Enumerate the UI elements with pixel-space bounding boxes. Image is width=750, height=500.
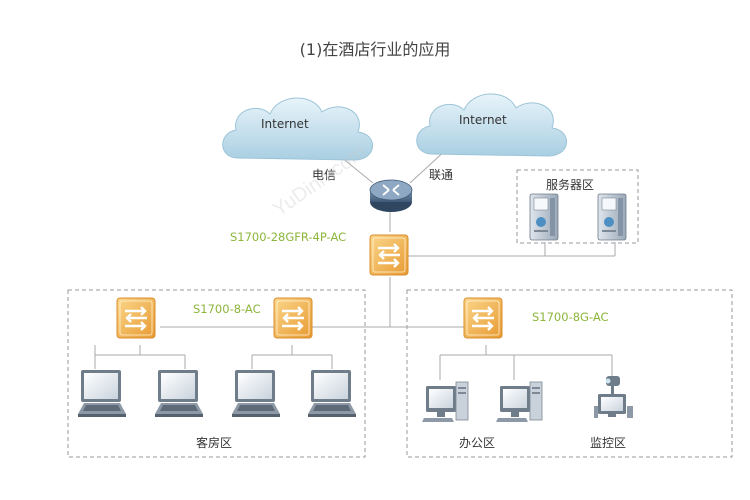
office-zone-label: 办公区 — [459, 436, 496, 450]
desktop-icon-1 — [421, 381, 469, 423]
monitoring-zone-label: 监控区 — [590, 436, 627, 450]
server-icon-2 — [597, 193, 627, 241]
laptop-icon-3 — [232, 370, 280, 417]
diagram-title: (1)在酒店行业的应用 — [299, 40, 451, 59]
server-zone-box — [516, 169, 639, 244]
laptop-icon-1 — [78, 370, 126, 417]
server-zone-label: 服务器区 — [546, 178, 595, 192]
core-switch-icon — [368, 233, 410, 277]
office-switch-model-label: S1700-8G-AC — [532, 310, 609, 324]
guest-switch-icon-1 — [115, 296, 157, 340]
guest-zone-box — [67, 289, 366, 458]
cloud-label-left: Internet — [261, 117, 309, 131]
isp-label-unicom: 联通 — [429, 168, 454, 182]
guest-switch-icon-2 — [272, 296, 314, 340]
monitoring-camera-icon — [594, 376, 633, 418]
guest-switch-model-label: S1700-8-AC — [193, 302, 261, 316]
connection-lines — [94, 147, 616, 380]
desktop-icon-2 — [495, 381, 543, 423]
router-icon — [369, 179, 413, 212]
internet-cloud-right: Internet — [416, 93, 567, 157]
laptop-icon-4 — [308, 370, 356, 417]
core-switch-model-label: S1700-28GFR-4P-AC — [230, 230, 347, 244]
server-icon-1 — [529, 193, 559, 241]
guest-room-zone-label: 客房区 — [196, 436, 233, 450]
office-switch-icon — [462, 296, 504, 340]
internet-cloud-left: Internet — [222, 97, 373, 161]
isp-label-telecom: 电信 — [312, 168, 337, 182]
laptop-icon-2 — [155, 370, 203, 417]
cloud-label-right: Internet — [459, 113, 507, 127]
office-zone-box — [406, 289, 733, 458]
